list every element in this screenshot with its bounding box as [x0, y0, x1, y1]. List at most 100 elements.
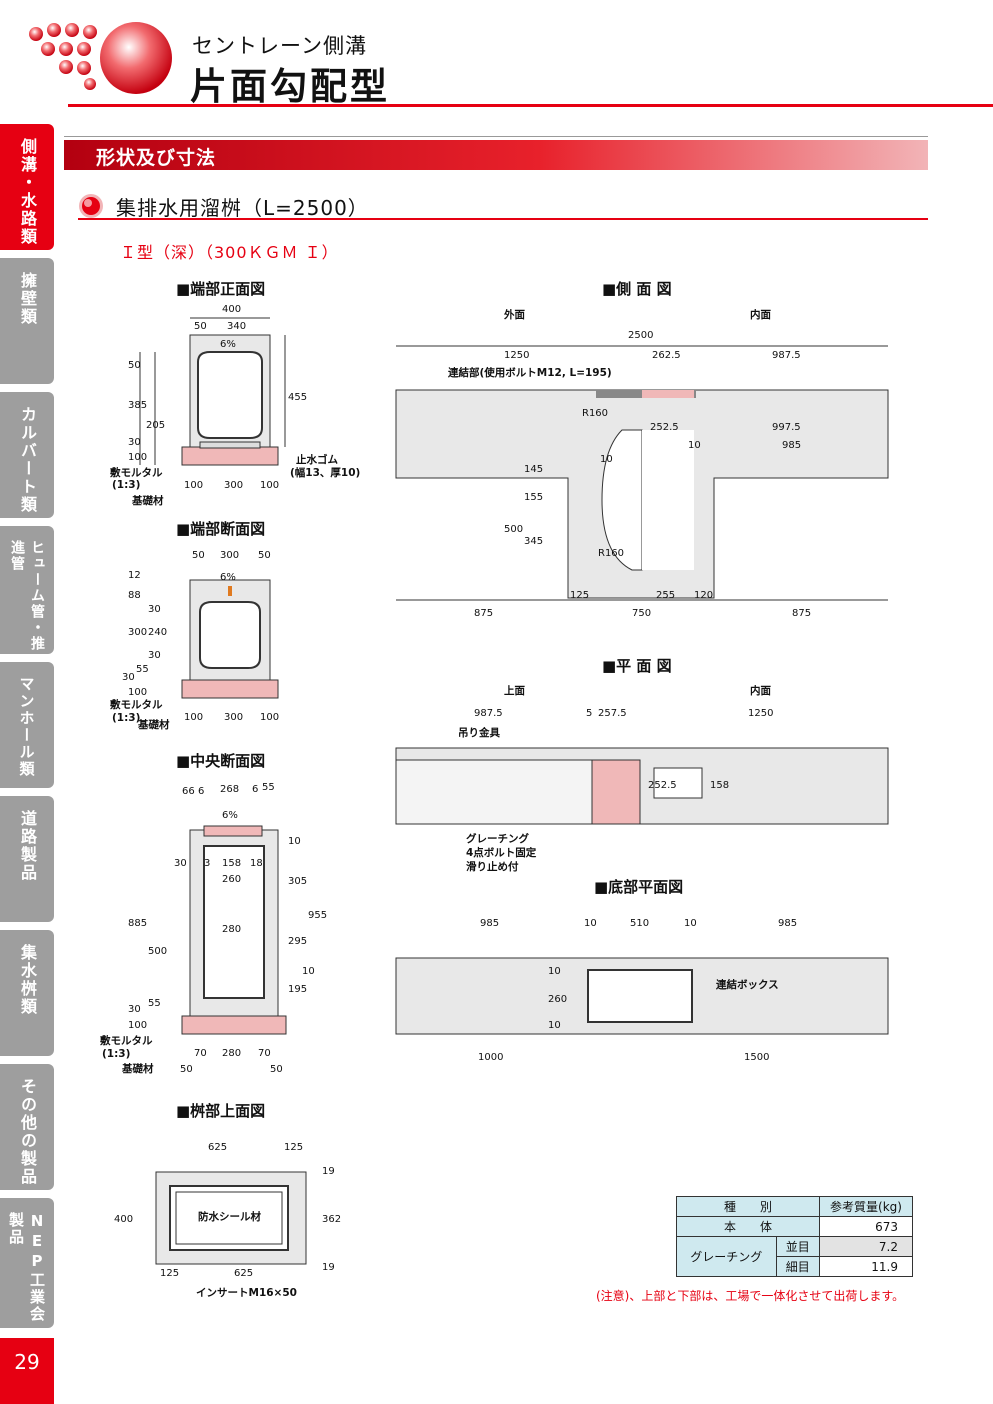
- side-tab-retaining-wall[interactable]: 擁壁類: [0, 258, 54, 384]
- side-tab-gutter[interactable]: 側溝・水路類: [0, 124, 54, 250]
- dim-text: 875: [474, 608, 493, 619]
- plan-view-drawing: 上面 内面 987.5 5 257.5 1250 252.5 158 吊り金具 …: [395, 684, 889, 873]
- page-title: 片面勾配型: [190, 65, 390, 108]
- dim-text: 30: [128, 437, 141, 448]
- dim-text: 510: [630, 918, 649, 929]
- label-text: 外面: [503, 308, 525, 321]
- label-text: 連結ボックス: [716, 978, 779, 991]
- dim-text: 6: [252, 784, 258, 795]
- dim-text: 12: [128, 570, 141, 581]
- side-tab-manhole[interactable]: マンホール類: [0, 662, 54, 788]
- header-rule: [68, 104, 993, 107]
- dim-text: 300: [220, 550, 239, 561]
- label-text: 敷モルタル: [110, 466, 163, 479]
- dim-text: 50: [258, 550, 271, 561]
- weight-table: 種 別 参考質量(kg) 本 体 673 グレーチング 並目 7.2 細目 11…: [676, 1196, 913, 1277]
- dim-text: 5: [586, 708, 592, 719]
- dim-text: R160: [582, 408, 608, 419]
- dim-text: 500: [148, 946, 167, 957]
- dim-text: 70: [194, 1048, 207, 1059]
- dim-text: 50: [194, 321, 207, 332]
- dim-text: 295: [288, 936, 307, 947]
- bottom-plan-caption: ■底部平面図: [594, 878, 684, 896]
- basin-top-drawing: 625 125 19 400 362 19 125 625 防水シール材 インサ…: [114, 1142, 341, 1299]
- side-tab-catch-basin[interactable]: 集水桝類: [0, 930, 54, 1056]
- dim-text: 10: [288, 836, 301, 847]
- label-text: 滑り止め付: [466, 860, 519, 873]
- dim-text: 100: [260, 480, 279, 491]
- dim-text: 50: [192, 550, 205, 561]
- label-text: 内面: [750, 308, 771, 321]
- dim-text: 100: [128, 452, 147, 463]
- plan-view-caption: ■平 面 図: [602, 657, 672, 675]
- dim-text: 1250: [748, 708, 773, 719]
- table-row: 細目 11.9: [677, 1256, 913, 1277]
- dim-text: 300: [224, 712, 243, 723]
- company-logo: [29, 22, 172, 94]
- dim-text: 997.5: [772, 422, 801, 433]
- type-label: Ｉ型（深）（300ＫＧＭ Ｉ）: [120, 243, 339, 262]
- dim-text: 195: [288, 984, 307, 995]
- dim-text: 30: [148, 650, 161, 661]
- dim-text: 955: [308, 910, 327, 921]
- label-text: (幅13、厚10): [290, 466, 360, 479]
- side-tab-label: 道路製品: [18, 810, 37, 882]
- dim-text: 240: [148, 627, 167, 638]
- dim-text: 1500: [744, 1052, 769, 1063]
- label-text: グレーチング: [466, 832, 529, 845]
- dim-text: 280: [222, 924, 241, 935]
- dim-text: 125: [570, 590, 589, 601]
- table-row: グレーチング 並目 7.2: [676, 1236, 913, 1277]
- dim-text: 2500: [628, 330, 653, 341]
- side-tab-nep-products[interactable]: NEP工業会製品: [0, 1198, 54, 1328]
- label-text: 基礎材: [137, 718, 170, 731]
- dim-text: 400: [114, 1214, 133, 1225]
- subsection-rule: [78, 218, 928, 220]
- circle-bullet-icon: [79, 194, 103, 218]
- dim-text: 257.5: [598, 708, 627, 719]
- side-tab-label: カルバート類: [18, 406, 37, 514]
- side-tab-road-products[interactable]: 道路製品: [0, 796, 54, 922]
- dim-text: 455: [288, 392, 307, 403]
- label-text: インサートM16×50: [196, 1287, 297, 1299]
- table-cell: 11.9: [819, 1256, 913, 1277]
- dim-text: 985: [480, 918, 499, 929]
- side-tab-label: ヒューム管・推進管: [9, 540, 45, 652]
- label-text: 基礎材: [121, 1062, 154, 1075]
- label-text: 上面: [504, 684, 525, 697]
- side-tab-label: 集水桝類: [18, 944, 37, 1016]
- dim-text: 66: [182, 786, 195, 797]
- dim-text: 10: [548, 966, 561, 977]
- side-tab-other-products[interactable]: その他の製品: [0, 1064, 54, 1190]
- label-text: 4点ボルト固定: [466, 846, 537, 859]
- dim-text: 885: [128, 918, 147, 929]
- dim-text: 260: [548, 994, 567, 1005]
- label-text: (1:3): [112, 479, 140, 491]
- side-tab-culvert[interactable]: カルバート類: [0, 392, 54, 518]
- dim-text: 305: [288, 876, 307, 887]
- table-row: 本 体 673: [676, 1216, 913, 1237]
- dim-text: 50: [180, 1064, 193, 1075]
- center-section-drawing: 66 6 268 6 55 6% 30 3 158 18 260 10 305 …: [100, 782, 327, 1075]
- dim-text: 158: [222, 858, 241, 869]
- table-header-cell: 参考質量(kg): [819, 1196, 913, 1217]
- dim-text: 362: [322, 1214, 341, 1225]
- dim-text: 500: [504, 524, 523, 535]
- label-text: 敷モルタル: [110, 698, 163, 711]
- dim-text: 50: [128, 360, 141, 371]
- dim-text: 252.5: [648, 780, 677, 791]
- dim-text: 55: [136, 664, 149, 675]
- dim-text: 252.5: [650, 422, 679, 433]
- side-tab-hume-pipe[interactable]: ヒューム管・推進管: [0, 526, 54, 654]
- dim-text: 30: [148, 604, 161, 615]
- dim-text: 400: [222, 304, 241, 315]
- table-header-cell: 種 別: [676, 1196, 820, 1217]
- dim-text: 3: [204, 858, 210, 869]
- dim-text: 50: [270, 1064, 283, 1075]
- label-text: (1:3): [102, 1048, 130, 1060]
- table-cell: 並目: [775, 1236, 821, 1257]
- dim-text: 268: [220, 784, 239, 795]
- dim-text: 985: [782, 440, 801, 451]
- dim-text: 100: [260, 712, 279, 723]
- dim-text: 19: [322, 1166, 335, 1177]
